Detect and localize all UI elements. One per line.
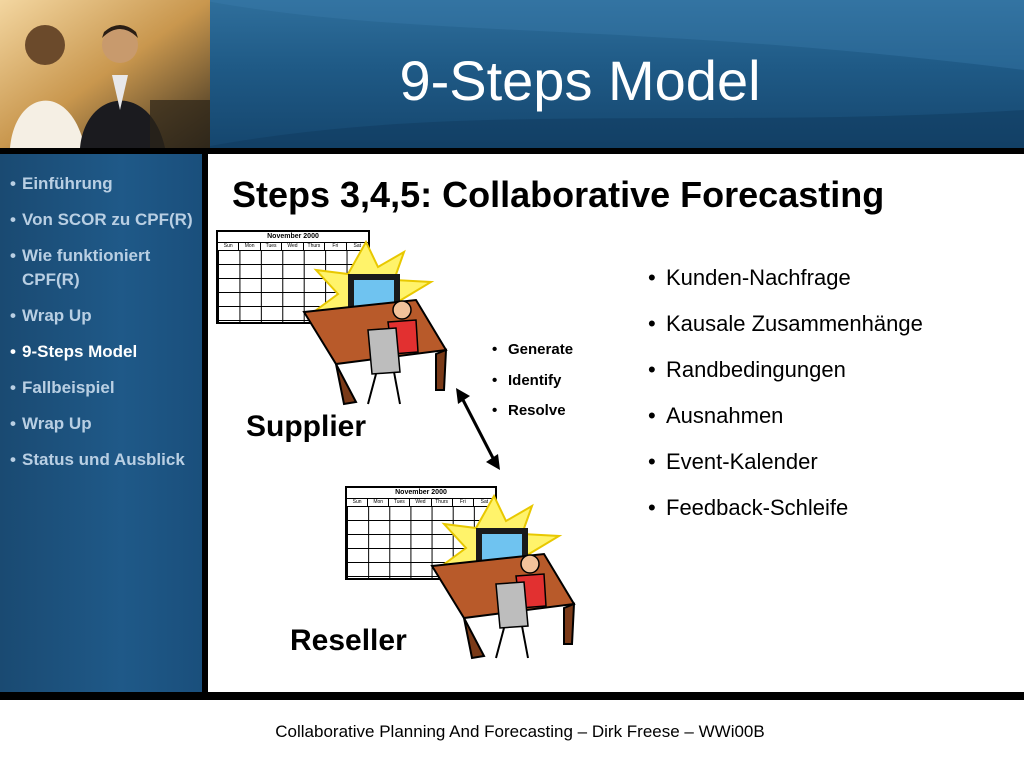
weekday: Wed xyxy=(282,243,304,250)
slide-footer: Collaborative Planning And Forecasting –… xyxy=(275,722,765,741)
weekday: Sun xyxy=(218,243,240,250)
factor-item: • Ausnahmen xyxy=(648,400,948,431)
factor-label: Ausnahmen xyxy=(666,403,784,428)
bullet: • xyxy=(492,402,498,419)
bullet: • xyxy=(648,265,656,290)
nav-item-label: Wie funktioniert CPF(R) xyxy=(22,246,151,289)
slide-title: 9-Steps Model xyxy=(399,49,761,112)
nav-item-label: Einführung xyxy=(22,174,113,193)
footer-divider xyxy=(0,692,1024,700)
nav-item-fallbeispiel[interactable]: • Fallbeispiel xyxy=(10,376,196,400)
bullet: • xyxy=(648,495,656,520)
action-item-identify: • Identify xyxy=(492,371,632,391)
action-label: Identify xyxy=(508,371,562,389)
header-wave-decoration xyxy=(200,0,1024,148)
factor-item: • Event-Kalender xyxy=(648,446,948,477)
nav-item-einfuehrung[interactable]: • Einführung xyxy=(10,172,196,196)
factor-item: • Kausale Zusammenhänge xyxy=(648,308,948,339)
action-item-resolve: • Resolve xyxy=(492,401,632,421)
bullet: • xyxy=(648,403,656,428)
factor-label: Randbedingungen xyxy=(666,357,846,382)
weekday: Fri xyxy=(453,499,474,506)
supplier-computer-worker-icon xyxy=(302,239,448,406)
factor-item: • Kunden-Nachfrage xyxy=(648,262,948,293)
factor-label: Kunden-Nachfrage xyxy=(666,265,851,290)
nav-item-9-steps-model[interactable]: • 9-Steps Model xyxy=(10,340,196,364)
content-title: Steps 3,4,5: Collaborative Forecasting xyxy=(232,174,885,215)
weekday: Wed xyxy=(410,499,432,506)
nav-item-label: 9-Steps Model xyxy=(22,342,138,361)
nav-item-status-und-ausblick[interactable]: • Status und Ausblick xyxy=(10,448,196,472)
reseller-label: Reseller xyxy=(290,624,407,657)
bullet: • xyxy=(10,210,16,229)
bullet: • xyxy=(10,414,16,433)
nav-item-label: Fallbeispiel xyxy=(22,378,115,397)
weekday: Tues xyxy=(389,499,411,506)
nav-item-label: Von SCOR zu CPF(R) xyxy=(22,210,193,229)
bullet: • xyxy=(492,341,498,358)
calendar-month: November 2000 xyxy=(347,488,495,499)
nav-item-label: Status und Ausblick xyxy=(22,450,185,469)
nav-item-von-scor-zu-cpfr[interactable]: • Von SCOR zu CPF(R) xyxy=(10,208,196,232)
weekday: Mon xyxy=(368,499,390,506)
weekday: Fri xyxy=(325,243,347,250)
sidebar-navigation: • Einführung • Von SCOR zu CPF(R) • Wie fun… xyxy=(0,154,202,692)
bullet: • xyxy=(10,306,16,325)
bullet: • xyxy=(10,246,16,265)
factor-item: • Randbedingungen xyxy=(648,354,948,385)
nav-item-wrap-up-1[interactable]: • Wrap Up xyxy=(10,304,196,328)
header-divider xyxy=(0,148,1024,154)
factor-label: Kausale Zusammenhänge xyxy=(666,311,923,336)
weekday: Sat xyxy=(353,243,362,249)
sidebar-divider xyxy=(202,154,208,692)
factor-label: Feedback-Schleife xyxy=(666,495,849,520)
nav-item-label: Wrap Up xyxy=(22,306,92,325)
bullet: • xyxy=(10,450,16,469)
calendar-month: November 2000 xyxy=(218,232,368,243)
supplier-label: Supplier xyxy=(246,410,367,443)
bullet: • xyxy=(10,378,16,397)
action-item-generate: • Generate xyxy=(492,340,632,360)
weekday: Sun xyxy=(347,499,369,506)
nav-item-label: Wrap Up xyxy=(22,414,92,433)
factor-item: • Feedback-Schleife xyxy=(648,492,948,523)
action-label: Resolve xyxy=(508,402,566,419)
reseller-computer-worker-icon xyxy=(430,493,576,660)
business-people-photo xyxy=(0,0,210,148)
bullet: • xyxy=(648,449,656,474)
weekday: Sat xyxy=(480,499,489,505)
bullet: • xyxy=(10,342,16,361)
factor-list: • Kunden-Nachfrage • Kausale Zusammenhänge… xyxy=(648,262,948,538)
bullet: • xyxy=(648,311,656,336)
weekday: Mon xyxy=(239,243,261,250)
nav-item-wrap-up-2[interactable]: • Wrap Up xyxy=(10,412,196,436)
nav-item-wie-funktioniert-cpfr[interactable]: • Wie funktioniert CPF(R) xyxy=(10,244,196,292)
slide-header: 9-Steps Model xyxy=(0,0,1024,148)
action-label: Generate xyxy=(508,341,574,358)
double-arrow-icon xyxy=(456,388,500,470)
action-list: • Generate • Identify • Resolve xyxy=(492,340,632,432)
weekday: Thurs xyxy=(432,499,453,506)
bullet: • xyxy=(10,174,16,193)
bullet: • xyxy=(648,357,656,382)
bullet: • xyxy=(492,371,498,389)
weekday: Thurs xyxy=(304,243,326,250)
weekday: Tues xyxy=(261,243,283,250)
factor-label: Event-Kalender xyxy=(666,449,818,474)
